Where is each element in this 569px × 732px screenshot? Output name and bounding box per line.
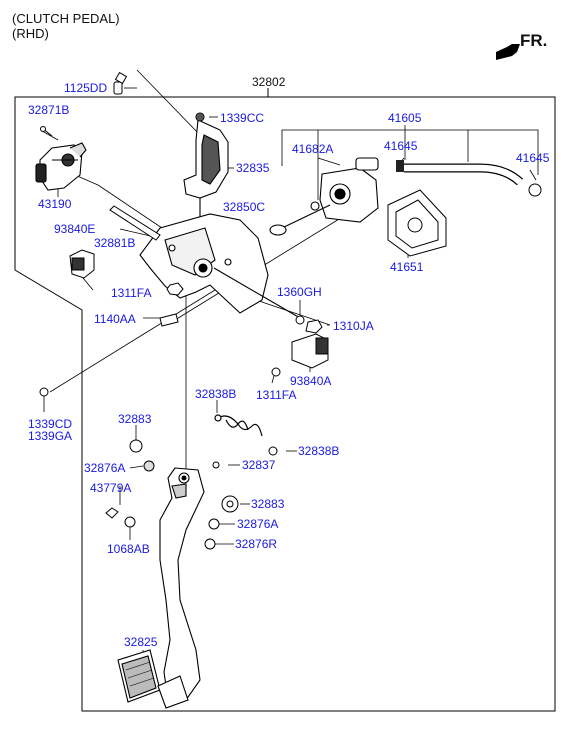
bushings: [105, 439, 278, 550]
switch-43190: [35, 142, 87, 191]
part-label-1360gh[interactable]: 1360GH: [277, 285, 322, 299]
part-label-43190[interactable]: 43190: [38, 197, 72, 211]
leader-lines: [41, 69, 539, 660]
clutch-pedal-arm: [159, 467, 205, 701]
part-label-1125dd[interactable]: 1125DD: [64, 81, 108, 95]
assembly-boundary: [14, 96, 556, 712]
part-label-32825[interactable]: 32825: [124, 635, 158, 649]
shaft-32881b: [109, 205, 161, 241]
sensor-93840e: [69, 249, 95, 279]
front-direction-arrow-icon: [496, 44, 520, 60]
gasket-41651: [387, 189, 447, 257]
part-label-32881b[interactable]: 32881B: [94, 236, 136, 250]
part-label-32802[interactable]: 32802: [252, 75, 286, 89]
part-label-43779a[interactable]: 43779A: [90, 481, 132, 495]
pedal-pad: [117, 649, 189, 709]
part-label-32876r[interactable]: 32876R: [235, 537, 278, 551]
part-label-32871b[interactable]: 32871B: [28, 103, 70, 117]
part-label-32835[interactable]: 32835: [236, 161, 270, 175]
diagram-subtitle: (RHD): [12, 26, 49, 41]
part-label-1311fa-b[interactable]: 1311FA: [256, 388, 297, 402]
clip-41645-icon: [396, 160, 404, 172]
clutch-master-cylinder: [269, 157, 379, 236]
bracket-32835: [183, 112, 229, 220]
front-direction-label: FR.: [520, 31, 548, 50]
sensor-93840a: [271, 333, 329, 377]
part-label-1311fa-a[interactable]: 1311FA: [111, 286, 152, 300]
hose-41605: [404, 163, 542, 197]
part-label-32876a-left[interactable]: 32876A: [84, 461, 126, 475]
part-label-32883-top[interactable]: 32883: [118, 412, 152, 426]
part-label-1339ga[interactable]: 1339GA: [28, 429, 73, 443]
spring-32838b: [214, 414, 263, 437]
part-label-93840a[interactable]: 93840A: [290, 374, 332, 388]
part-label-32837[interactable]: 32837: [242, 458, 276, 472]
fasteners: [39, 282, 323, 397]
nut-icon: [196, 113, 204, 121]
part-label-32883-bottom[interactable]: 32883: [251, 497, 285, 511]
part-label-41645-top[interactable]: 41645: [384, 139, 418, 153]
part-label-41645-right[interactable]: 41645: [516, 151, 550, 165]
part-label-1339cc[interactable]: 1339CC: [220, 111, 265, 125]
part-label-32838b-top[interactable]: 32838B: [195, 387, 237, 401]
part-label-1140aa[interactable]: 1140AA: [94, 312, 136, 326]
part-label-1310ja[interactable]: 1310JA: [333, 319, 374, 333]
part-label-32876a-right[interactable]: 32876A: [237, 517, 279, 531]
part-label-93840e[interactable]: 93840E: [54, 222, 96, 236]
part-label-1068ab[interactable]: 1068AB: [107, 542, 150, 556]
part-label-1339cd[interactable]: 1339CD: [28, 417, 73, 431]
part-label-32838b-right[interactable]: 32838B: [298, 444, 340, 458]
screw-icon: [40, 126, 53, 137]
diagram-title: (CLUTCH PEDAL): [12, 11, 120, 26]
part-label-32850c[interactable]: 32850C: [223, 200, 266, 214]
part-label-41605[interactable]: 41605: [388, 111, 422, 125]
bolt-icon: [113, 71, 128, 95]
part-label-41651[interactable]: 41651: [390, 260, 424, 274]
part-label-41682a[interactable]: 41682A: [292, 142, 334, 156]
